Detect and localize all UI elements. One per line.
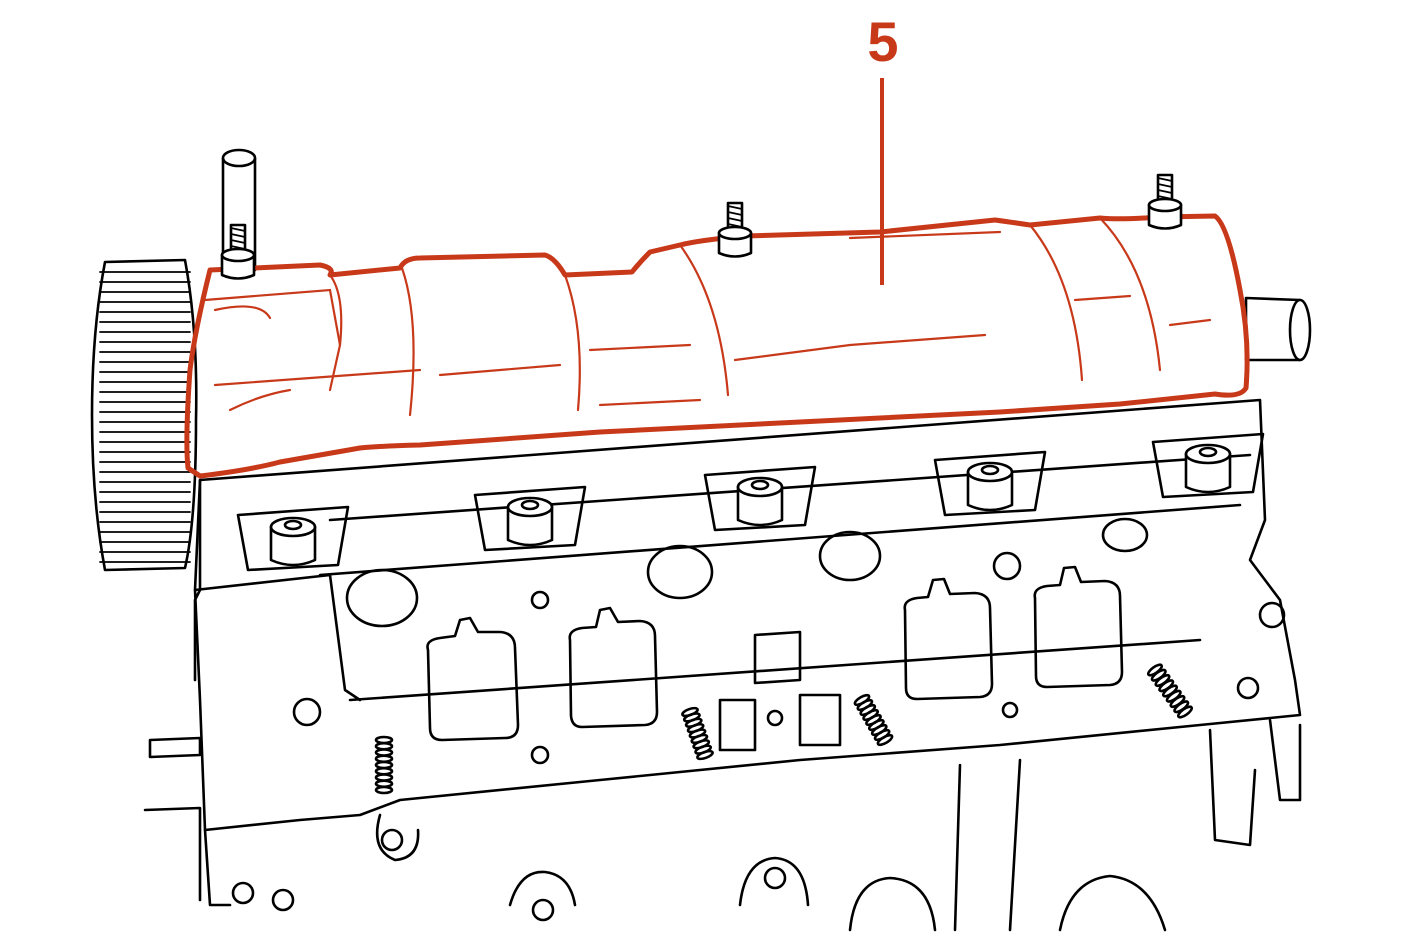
manifold-ports — [292, 517, 1286, 765]
cover-bolt — [1147, 173, 1183, 230]
callout-number: 5 — [867, 10, 899, 73]
sprocket-teeth — [99, 271, 191, 563]
cover-bolt — [220, 223, 256, 280]
stud — [374, 735, 394, 795]
cylinder-head — [143, 398, 1302, 907]
injector-holder — [1151, 432, 1265, 499]
lower-brackets — [231, 758, 1167, 932]
camshaft-sprocket — [90, 258, 198, 572]
cover-bolt — [717, 201, 753, 258]
injector-holder — [473, 485, 587, 552]
stud — [853, 693, 894, 747]
injector-holder — [933, 450, 1047, 517]
stud — [1146, 663, 1194, 719]
valve-cover — [184, 213, 1250, 479]
camshaft-end — [1244, 296, 1312, 362]
stud — [681, 706, 714, 761]
cover-bolts — [220, 173, 1183, 280]
injector-holders — [236, 432, 1265, 572]
injector-holder — [236, 505, 350, 572]
injector-holder — [703, 465, 817, 532]
manifold-studs — [374, 663, 1194, 795]
